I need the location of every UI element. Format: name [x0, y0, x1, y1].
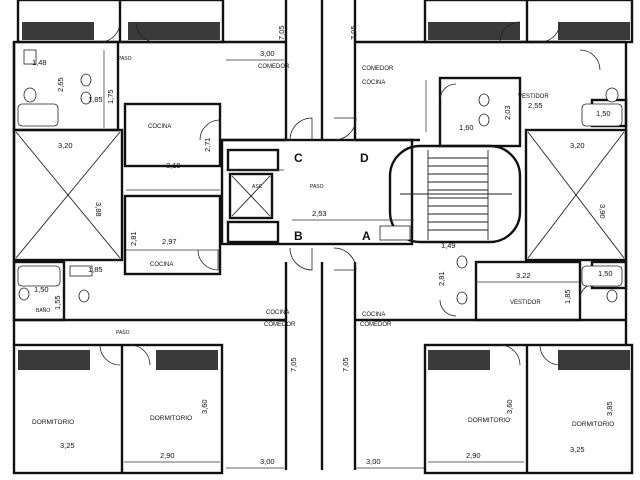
dim-300b: 3,00 — [260, 457, 275, 466]
dim-388: 3,88 — [94, 202, 103, 217]
room-label-cocina-br: COCINA — [362, 312, 385, 318]
dim-705a: 7,05 — [277, 25, 286, 40]
dim-322: 3,22 — [516, 271, 531, 280]
dim-149: 1,49 — [441, 241, 456, 250]
dim-290b: 2,90 — [466, 451, 481, 460]
dim-281b: 2,81 — [437, 271, 446, 286]
dim-160: 1,60 — [459, 123, 474, 132]
walls — [12, 0, 634, 475]
room-label-vestidor-r1: VESTIDOR — [518, 94, 549, 100]
dim-281a: 2,81 — [129, 231, 138, 246]
room-label-asc: ASC — [252, 184, 263, 190]
dim-300c: 3,00 — [366, 457, 381, 466]
core-points: C D B A — [294, 151, 371, 243]
dim-185a: 1,85 — [88, 95, 103, 104]
dim-325a: 3,25 — [60, 441, 75, 450]
point-b: B — [294, 229, 303, 243]
dim-320a: 3,20 — [58, 141, 73, 150]
room-label-dormitorio-2: DORMITORIO — [150, 415, 192, 422]
dim-185c: 1,85 — [563, 289, 572, 304]
dim-265: 2,65 — [56, 77, 65, 92]
room-label-paso-bottom: PASO — [116, 330, 130, 336]
dim-705b: 7,05 — [349, 25, 358, 40]
light-wells — [15, 131, 625, 259]
dim-320b: 3,20 — [570, 141, 585, 150]
dimension-labels: 1,48 2,65 1,85 1,75 3,00 7,05 7,05 1,60 … — [32, 25, 614, 466]
dim-319: 3,19 — [166, 161, 181, 170]
dim-150a: 1,50 — [596, 109, 611, 118]
room-label-bano: BAÑO — [36, 307, 50, 314]
dim-253: 2,53 — [312, 209, 327, 218]
room-label-dormitorio-1: DORMITORIO — [32, 419, 74, 426]
room-label-comedor-bl: COMEDOR — [264, 322, 296, 328]
dim-150b: 1,50 — [598, 269, 613, 278]
dim-325b: 3,25 — [570, 445, 585, 454]
room-label-cocina-tr: COCINA — [362, 80, 385, 86]
room-label-comedor-tr: COMEDOR — [362, 66, 394, 72]
room-label-cocina-l2: COCINA — [150, 262, 173, 268]
dimension-lines — [103, 50, 580, 469]
dim-203: 2,03 — [503, 105, 512, 120]
stair — [231, 150, 512, 240]
room-labels: PASO COMEDOR COMEDOR COCINA COCINA COCIN… — [32, 56, 614, 428]
dim-360b: 3,60 — [505, 399, 514, 414]
room-label-paso-center: PASO — [310, 184, 324, 190]
room-label-dormitorio-4: DORMITORIO — [572, 421, 614, 428]
dim-360a: 3,60 — [200, 399, 209, 414]
dim-185b: 1,85 — [88, 265, 103, 274]
dim-705d: 7,05 — [341, 357, 350, 372]
dim-175: 1,75 — [106, 89, 115, 104]
dim-300a: 3,00 — [260, 49, 275, 58]
room-label-cocina-l1: COCINA — [148, 124, 171, 130]
point-d: D — [360, 151, 369, 165]
dim-297: 2,97 — [162, 237, 177, 246]
dim-390: 3,90 — [598, 204, 607, 219]
dim-148: 1,48 — [32, 58, 47, 67]
dim-255: 2,55 — [528, 101, 543, 110]
doors — [99, 21, 601, 366]
room-label-vestidor-r2: VESTIDOR — [510, 300, 541, 306]
room-label-cocina-bl: COCINA — [266, 310, 289, 316]
room-label-dormitorio-3: DORMITORIO — [468, 417, 510, 424]
dim-385: 3,85 — [605, 401, 614, 416]
fixtures — [17, 49, 623, 305]
dim-150c: 1,50 — [34, 285, 49, 294]
room-label-paso-top: PASO — [118, 56, 132, 62]
point-a: A — [362, 229, 371, 243]
dim-705c: 7,05 — [289, 357, 298, 372]
dim-290a: 2,90 — [160, 451, 175, 460]
dim-271: 2,71 — [203, 137, 212, 152]
dim-155: 1,55 — [53, 295, 62, 310]
room-label-comedor-tl: COMEDOR — [258, 64, 290, 70]
point-c: C — [294, 151, 303, 165]
room-label-comedor-br: COMEDOR — [360, 322, 392, 328]
